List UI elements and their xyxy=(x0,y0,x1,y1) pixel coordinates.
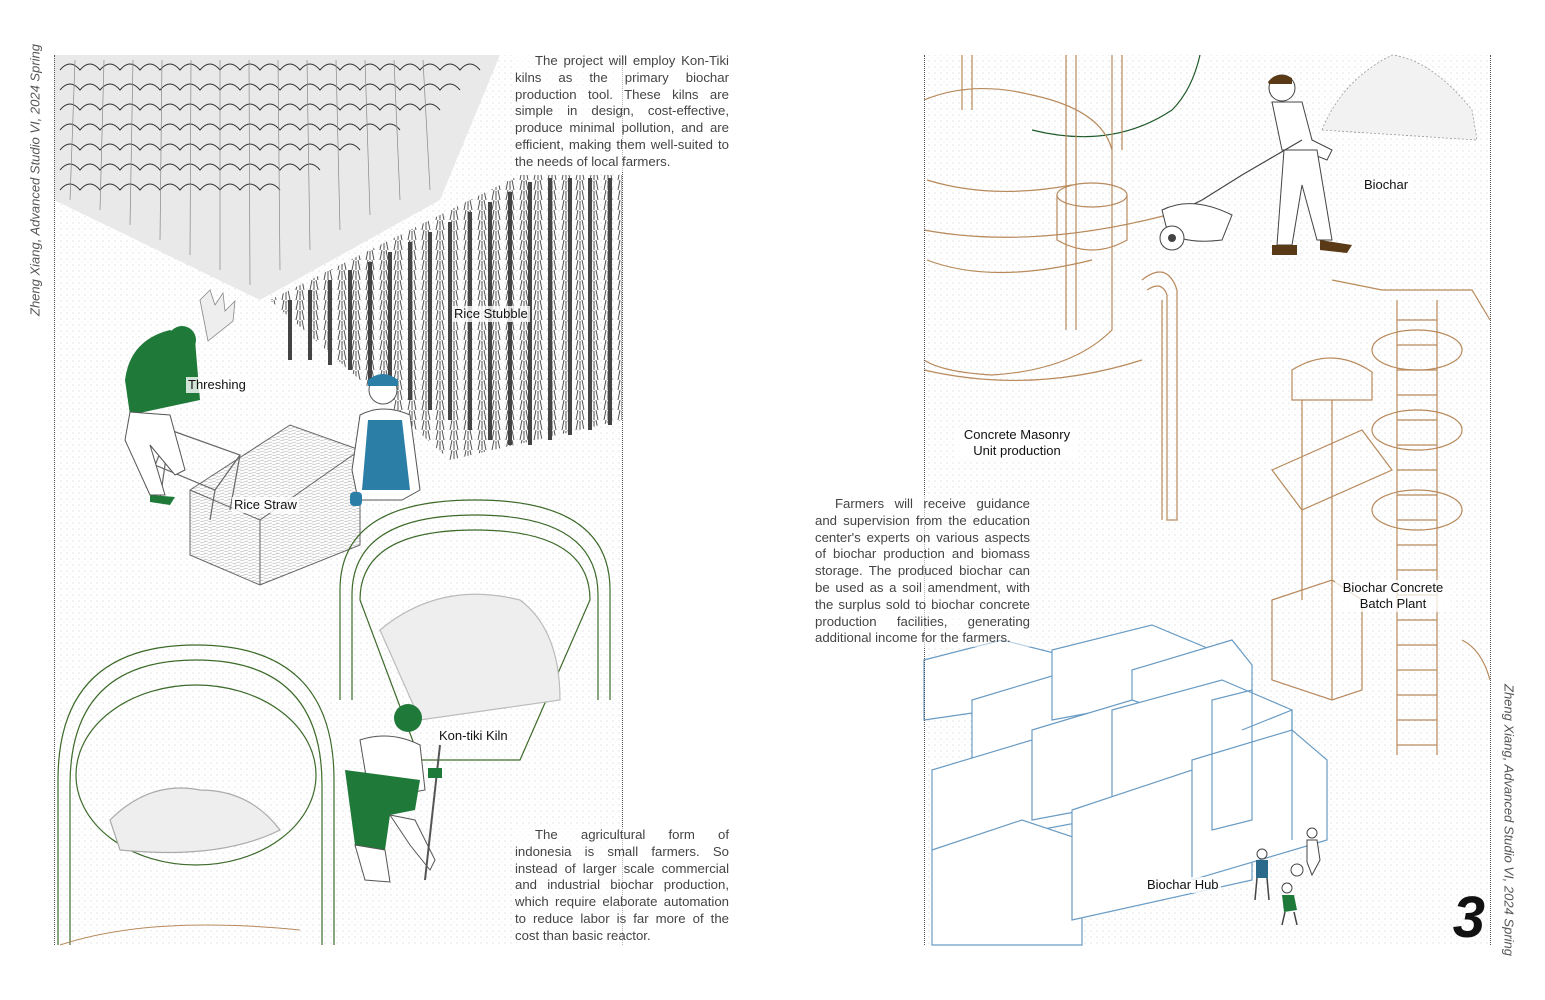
rice-field xyxy=(54,55,500,300)
left-illustration xyxy=(54,55,622,946)
right-illustration xyxy=(923,54,1491,946)
green-arc xyxy=(1031,54,1201,138)
kontiki-kiln-lower xyxy=(57,644,335,945)
closing-paragraph: The agricultural form of indonesia is sm… xyxy=(515,827,729,945)
left-side-credit: Zheng Xiang, Advanced Studio VI, 2024 Sp… xyxy=(27,44,43,316)
page-number: 3 xyxy=(1452,885,1485,950)
threshing-farmer xyxy=(124,289,236,505)
ground-edge xyxy=(59,924,301,946)
right-page: Zheng Xiang, Advanced Studio VI, 2024 Sp… xyxy=(772,0,1545,1000)
label-cmu-production: Concrete Masonry Unit production xyxy=(955,427,1079,459)
label-biochar-hub: Biochar Hub xyxy=(1145,877,1221,893)
left-column-line xyxy=(622,55,623,945)
rice-stubble-rows xyxy=(270,175,622,460)
biochar-hub xyxy=(923,624,1328,946)
guidance-paragraph: Farmers will receive guidance and superv… xyxy=(815,496,1030,648)
intro-paragraph: The project will employ Kon-Tiki kilns a… xyxy=(515,53,729,171)
label-batch-plant: Biochar Concrete Batch Plant xyxy=(1335,580,1451,612)
label-biochar: Biochar xyxy=(1362,177,1411,193)
overall-farmer xyxy=(350,374,421,506)
left-page: Zheng Xiang, Advanced Studio VI, 2024 Sp… xyxy=(0,0,772,1000)
kiln-worker xyxy=(345,704,442,883)
wheelbarrow-worker xyxy=(1159,74,1352,255)
label-kontiki-kiln: Kon-tiki Kiln xyxy=(437,728,510,744)
right-side-credit: Zheng Xiang, Advanced Studio VI, 2024 Sp… xyxy=(1501,684,1517,956)
cmu-silo xyxy=(923,55,1178,521)
label-rice-stubble: Rice Stubble xyxy=(452,306,530,322)
batch-plant xyxy=(1271,279,1491,755)
label-rice-straw: Rice Straw xyxy=(232,497,299,513)
kontiki-kiln-upper xyxy=(339,499,611,761)
left-margin-line xyxy=(54,55,55,945)
right-margin-line xyxy=(1490,55,1491,945)
biochar-pile xyxy=(1321,54,1478,141)
hub-workers xyxy=(1254,827,1321,926)
label-threshing: Threshing xyxy=(186,377,248,393)
